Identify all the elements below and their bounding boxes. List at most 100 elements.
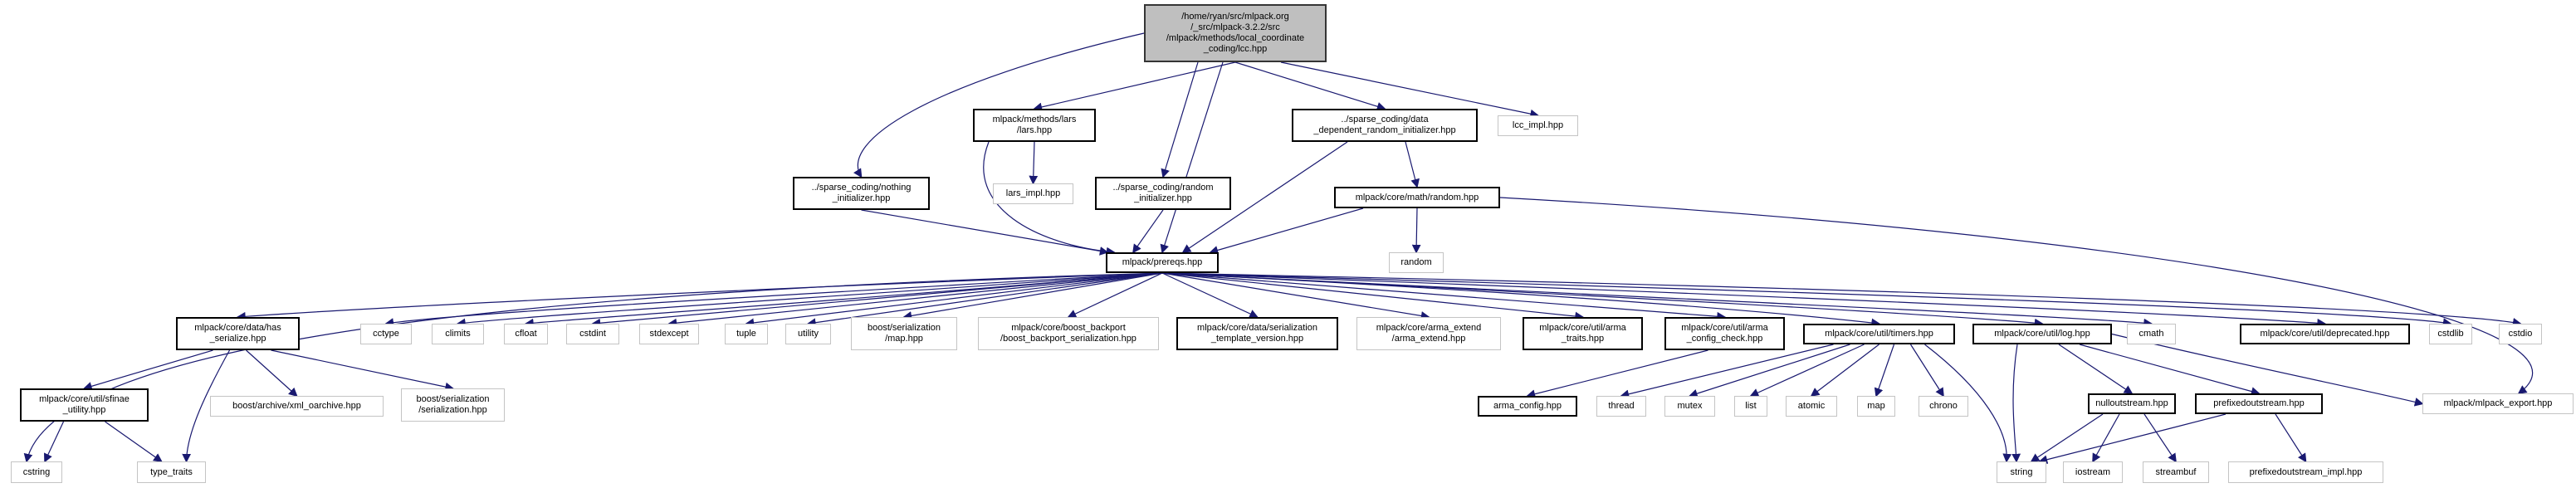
include-edge-prereqs-to-timers [1161,272,1881,328]
graph-node-timers[interactable]: mlpack/core/util/timers.hpp [1803,324,1955,344]
graph-node-datadep[interactable]: ../sparse_coding/data _dependent_random_… [1292,109,1478,142]
include-edge-log-to-string [2011,344,2021,463]
include-edge-log-to-mlpackexport [2111,333,2424,407]
include-edge-prereqs-to-cmath [1161,272,2153,328]
graph-node-larsimpl[interactable]: lars_impl.hpp [993,183,1073,204]
graph-node-nothing[interactable]: ../sparse_coding/nothing _initializer.hp… [793,177,930,210]
include-edge-prereqs-to-cctype [384,272,1163,327]
include-edge-lars-to-prereqs [983,141,1116,256]
graph-node-lcc[interactable]: /home/ryan/src/mlpack.org /_src/mlpack-3… [1144,4,1327,62]
include-edge-prereqs-to-deprecated [1161,272,2327,328]
graph-node-xmloarchive[interactable]: boost/archive/xml_oarchive.hpp [210,396,384,417]
graph-node-armaextend[interactable]: mlpack/core/arma_extend /arma_extend.hpp [1356,317,1501,350]
include-edge-nullout-to-streambuf [2143,413,2177,463]
graph-node-randominit[interactable]: ../sparse_coding/random _initializer.hpp [1095,177,1231,210]
include-edge-randominit-to-prereqs [1132,209,1164,254]
graph-node-climits[interactable]: climits [432,324,484,344]
include-edge-mathrandom-to-prereqs [1209,207,1364,255]
graph-node-atomic[interactable]: atomic [1786,396,1837,417]
graph-node-armaconfig[interactable]: arma_config.hpp [1478,396,1577,417]
graph-node-prefixout[interactable]: prefixedoutstream.hpp [2195,393,2323,414]
include-edge-lars-to-larsimpl [1029,141,1039,185]
include-edge-datadep-to-prereqs [1181,141,1348,253]
graph-node-cmath[interactable]: cmath [2127,324,2176,344]
graph-node-lccimpl[interactable]: lcc_impl.hpp [1498,115,1578,136]
include-edge-lcc-to-randominit [1161,61,1199,178]
graph-node-typetraits[interactable]: type_traits [137,461,206,483]
include-edge-prefixout-to-prefiximpl [2275,413,2307,463]
include-edge-prereqs-to-backport [1067,272,1163,318]
graph-node-utility[interactable]: utility [785,324,831,344]
include-edge-prereqs-to-boostmap [902,272,1163,320]
include-edge-prefixout-to-string [2038,413,2227,464]
graph-node-boostserial[interactable]: boost/serialization /serialization.hpp [401,388,505,422]
graph-node-streambuf[interactable]: streambuf [2143,461,2209,483]
include-edge-sfinae-to-cstring [44,421,65,463]
graph-node-serialtv[interactable]: mlpack/core/data/serialization _template… [1176,317,1338,350]
include-edge-prereqs-to-cstdlib [1161,272,2452,327]
graph-node-string[interactable]: string [1997,461,2046,483]
graph-node-stdexcept[interactable]: stdexcept [639,324,699,344]
graph-node-backport[interactable]: mlpack/core/boost_backport /boost_backpo… [978,317,1159,350]
include-edge-datadep-to-mathrandom [1405,141,1420,188]
include-edge-hasser-to-boostserial [271,349,455,392]
graph-node-chrono[interactable]: chrono [1919,396,1968,417]
include-edge-prereqs-to-cfloat [524,272,1163,328]
graph-node-map[interactable]: map [1857,396,1895,417]
graph-node-mathrandom[interactable]: mlpack/core/math/random.hpp [1334,187,1500,208]
include-edge-armacfgchk-to-armaconfig [1526,349,1708,398]
include-edge-prereqs-to-climits [456,272,1163,328]
include-edge-mathrandom-to-mlpackexport [1499,197,2534,394]
graph-node-cstdint[interactable]: cstdint [566,324,619,344]
include-edge-lcc-to-lccimpl [1280,61,1540,119]
graph-node-cfloat[interactable]: cfloat [504,324,548,344]
include-edge-timers-to-mutex [1688,344,1850,398]
graph-node-list[interactable]: list [1734,396,1767,417]
graph-node-nullout[interactable]: nulloutstream.hpp [2088,393,2176,414]
include-edge-timers-to-thread [1620,344,1834,399]
graph-node-cstdlib[interactable]: cstdlib [2429,324,2472,344]
graph-node-cstring[interactable]: cstring [11,461,62,483]
graph-node-armatraits[interactable]: mlpack/core/util/arma _traits.hpp [1523,317,1643,350]
graph-node-cctype[interactable]: cctype [360,324,412,344]
include-edge-prereqs-to-serialtv [1161,272,1259,319]
include-edge-timers-to-map [1874,344,1895,398]
include-edge-lcc-to-nothing [853,32,1145,178]
include-edge-prereqs-to-stdexcept [667,272,1163,328]
graph-node-lars[interactable]: mlpack/methods/lars /lars.hpp [973,109,1096,142]
include-edge-log-to-nullout [2058,344,2134,394]
include-edge-prereqs-to-cstdio [1161,272,2522,327]
include-edge-nullout-to-iostream [2092,413,2120,463]
include-edge-prereqs-to-cstring [23,272,1163,463]
graph-node-tuple[interactable]: tuple [725,324,768,344]
graph-node-prefiximpl[interactable]: prefixedoutstream_impl.hpp [2228,461,2383,483]
include-edge-hasser-to-xmloarchive [246,349,298,398]
graph-node-sfinae[interactable]: mlpack/core/util/sfinae _utility.hpp [20,388,149,422]
include-edge-prereqs-to-cstdint [591,272,1163,328]
graph-node-iostream[interactable]: iostream [2063,461,2123,483]
include-edge-timers-to-string [1924,344,2012,463]
graph-node-boostmap[interactable]: boost/serialization /map.hpp [851,317,957,350]
graph-node-cstdio[interactable]: cstdio [2499,324,2542,344]
include-edge-mathrandom-to-random [1411,207,1421,254]
graph-node-deprecated[interactable]: mlpack/core/util/deprecated.hpp [2240,324,2410,344]
graph-node-mlpackexport[interactable]: mlpack/mlpack_export.hpp [2422,393,2574,414]
graph-node-mutex[interactable]: mutex [1664,396,1715,417]
include-edge-prereqs-to-armatraits [1161,272,1585,321]
include-edge-lcc-to-prereqs [1160,61,1224,254]
graph-node-log[interactable]: mlpack/core/util/log.hpp [1972,324,2112,344]
graph-node-prereqs[interactable]: mlpack/prereqs.hpp [1106,252,1219,273]
include-edge-log-to-prefixout [2079,344,2261,396]
include-edge-prereqs-to-utility [806,272,1163,328]
include-edge-timers-to-chrono [1909,344,1944,398]
include-edge-hasser-to-typetraits [182,349,231,463]
graph-node-random[interactable]: random [1389,252,1444,273]
include-edge-lcc-to-datadep [1234,61,1386,111]
graph-node-armacfgchk[interactable]: mlpack/core/util/arma _config_check.hpp [1664,317,1785,350]
include-edge-sfinae-to-typetraits [105,421,163,462]
graph-node-thread[interactable]: thread [1596,396,1646,417]
graph-node-hasser[interactable]: mlpack/core/data/has _serialize.hpp [176,317,300,350]
include-edge-nothing-to-prereqs [861,209,1109,256]
